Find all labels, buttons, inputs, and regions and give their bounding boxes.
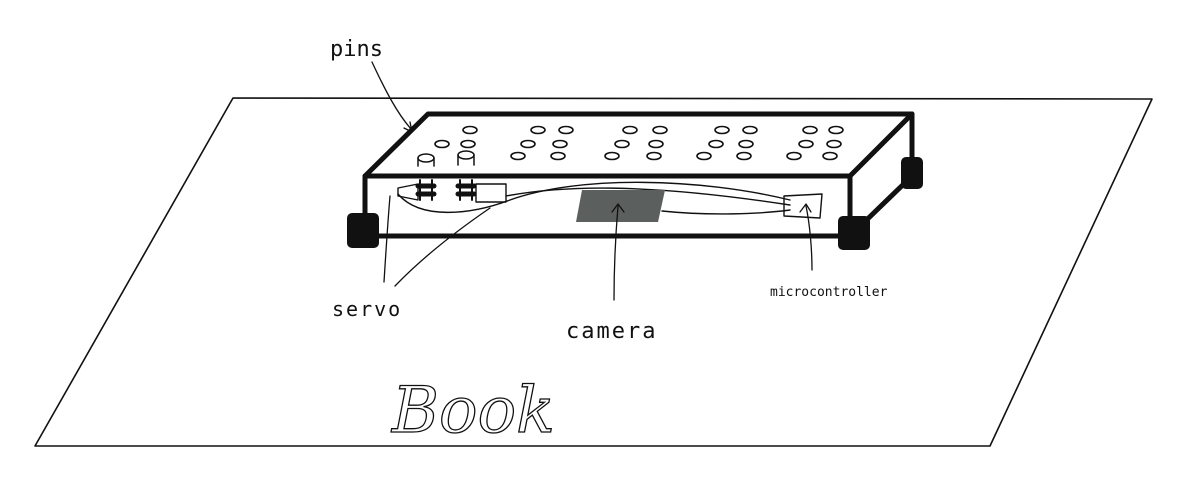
foot-back-right [901, 157, 923, 189]
pins-leader [371, 61, 413, 131]
pin-hole [826, 139, 842, 149]
pin-hole [828, 125, 844, 135]
device-top-face [362, 111, 915, 179]
pin-hole [552, 139, 568, 149]
foot-front-right [838, 216, 870, 250]
servo-leader-right [394, 207, 491, 287]
pin-hole [510, 151, 526, 161]
book-label: Book [391, 374, 555, 448]
servo-leader-left [383, 195, 391, 283]
pin-hole [736, 151, 752, 161]
camera-leader [613, 205, 619, 301]
pin-hole [822, 151, 838, 161]
foot-front-left [347, 213, 379, 248]
pin-hole [786, 151, 802, 161]
pin-hole [714, 125, 730, 135]
pin-hole [802, 125, 818, 135]
camera-label: camera [566, 319, 657, 344]
pin-hole [460, 139, 476, 149]
pin-hole [614, 139, 630, 149]
pin-hole [648, 139, 664, 149]
pin-hole [742, 125, 758, 135]
pins-label: pins [330, 37, 383, 62]
pin-hole [696, 151, 712, 161]
microcontroller-arrow [799, 203, 812, 213]
pin-hole [738, 139, 754, 149]
book-outline [34, 97, 1153, 447]
pin-hole [462, 125, 478, 135]
pin-hole [646, 151, 662, 161]
pin-hole [558, 125, 574, 135]
servo-label: servo [332, 297, 402, 321]
pin-hole [652, 125, 668, 135]
camera-module [576, 190, 665, 222]
camera-arrow [611, 203, 625, 213]
pin-hole [708, 139, 724, 149]
pin-hole [520, 139, 536, 149]
pin-cap [417, 153, 435, 163]
pin-cap [457, 150, 475, 160]
wire [505, 187, 791, 206]
microcontroller-board [783, 193, 823, 219]
microcontroller-leader [805, 205, 813, 271]
pin-holes [434, 125, 844, 161]
pin-hole [434, 139, 450, 149]
wire [397, 181, 791, 214]
pin-hole [604, 151, 620, 161]
microcontroller-label: microcontroller [770, 285, 888, 300]
pin-hole [798, 139, 814, 149]
wire [661, 209, 791, 215]
pin-hole [530, 125, 546, 135]
pin-hole [622, 125, 638, 135]
pins-arrow [403, 121, 413, 133]
pin-hole [550, 151, 566, 161]
device-body [347, 111, 923, 250]
